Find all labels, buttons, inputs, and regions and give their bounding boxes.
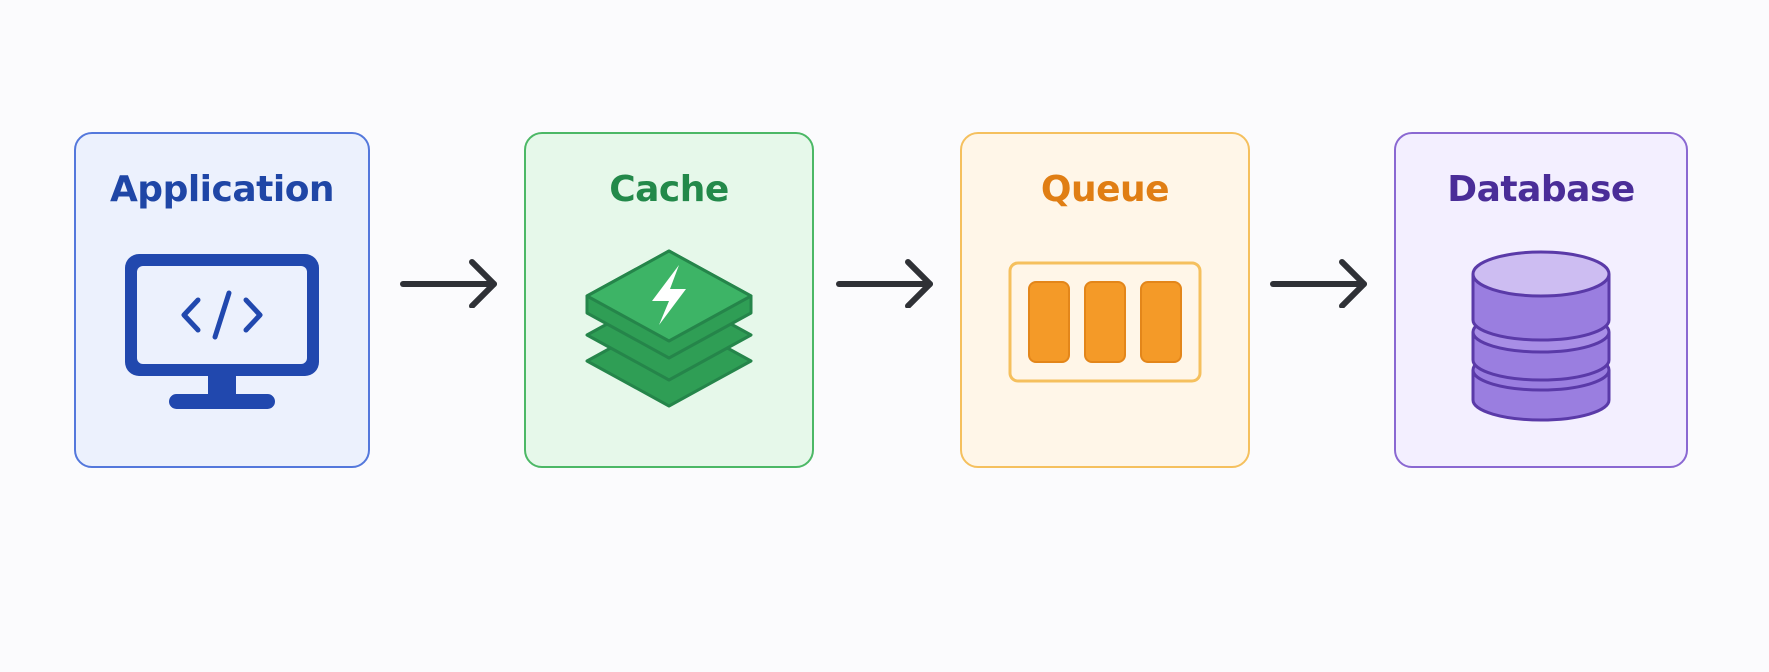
- stacked-layers-lightning-icon: [585, 249, 753, 408]
- arrow-right-icon: [836, 259, 933, 308]
- cache-title: Cache: [609, 169, 729, 210]
- application-title: Application: [109, 169, 335, 210]
- queue-node: Queue: [960, 132, 1250, 468]
- monitor-code-icon: [125, 254, 319, 409]
- arrow-right-icon: [1270, 259, 1367, 308]
- database-title: Database: [1447, 169, 1635, 210]
- arrow-right-icon: [400, 259, 497, 308]
- queue-title: Queue: [1040, 169, 1170, 210]
- queue-slots-icon: [1008, 261, 1202, 383]
- database-node: Database: [1394, 132, 1688, 468]
- cache-node: Cache: [524, 132, 814, 468]
- database-cylinder-icon: [1471, 250, 1611, 422]
- application-node: Application: [74, 132, 370, 468]
